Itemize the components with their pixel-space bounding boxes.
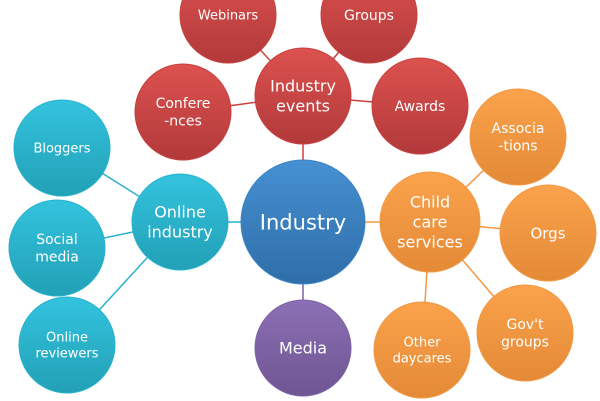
- node-circle: [476, 284, 574, 382]
- node-label: Associa: [492, 121, 545, 137]
- node-conferences: Confere -nces: [134, 63, 232, 161]
- node-label: media: [35, 250, 79, 266]
- node-groups: Groups: [320, 0, 418, 64]
- node-label: Groups: [344, 8, 394, 24]
- node-label: care: [413, 213, 448, 232]
- node-label: Confere: [156, 96, 211, 112]
- node-label: events: [276, 97, 330, 116]
- node-circle: [371, 57, 469, 155]
- node-circle: [254, 47, 352, 145]
- node-label: Online: [46, 330, 88, 345]
- node-label: services: [397, 233, 463, 252]
- node-other-daycares: Other daycares: [373, 301, 471, 399]
- node-circle: [469, 88, 567, 186]
- node-circle: [240, 159, 366, 285]
- node-webinars: Webinars: [179, 0, 277, 64]
- node-label: Child: [410, 193, 450, 212]
- node-circle: [13, 99, 111, 197]
- node-label: Awards: [395, 99, 446, 115]
- node-associations: Associa -tions: [469, 88, 567, 186]
- node-label: Industry: [270, 77, 336, 96]
- node-label: Bloggers: [33, 142, 90, 157]
- node-label: Media: [279, 339, 327, 358]
- node-label: daycares: [393, 352, 452, 367]
- node-label: Industry: [260, 210, 346, 234]
- node-label: Gov't: [506, 317, 544, 333]
- node-label: -nces: [164, 114, 202, 130]
- node-circle: [254, 299, 352, 397]
- node-label: reviewers: [35, 347, 98, 362]
- node-circle: [379, 171, 481, 273]
- node-circle: [8, 199, 106, 297]
- node-label: Webinars: [198, 9, 259, 24]
- node-govt-groups: Gov't groups: [476, 284, 574, 382]
- node-label: industry: [147, 223, 213, 242]
- node-label: Other: [404, 335, 442, 350]
- node-circle: [131, 173, 229, 271]
- node-circle: [373, 301, 471, 399]
- node-media: Media: [254, 299, 352, 397]
- node-circle: [499, 184, 597, 282]
- node-circle: [18, 296, 116, 394]
- node-label: groups: [501, 335, 549, 351]
- node-label: Online: [154, 203, 206, 222]
- node-label: Orgs: [530, 224, 565, 242]
- node-circle: [320, 0, 418, 64]
- node-label: Social: [36, 232, 78, 248]
- node-online-reviewers: Online reviewers: [18, 296, 116, 394]
- node-bloggers: Bloggers: [13, 99, 111, 197]
- node-social-media: Social media: [8, 199, 106, 297]
- node-circle: [179, 0, 277, 64]
- node-industry: Industry: [240, 159, 366, 285]
- node-label: -tions: [498, 139, 537, 155]
- node-orgs: Orgs: [499, 184, 597, 282]
- node-awards: Awards: [371, 57, 469, 155]
- node-circle: [134, 63, 232, 161]
